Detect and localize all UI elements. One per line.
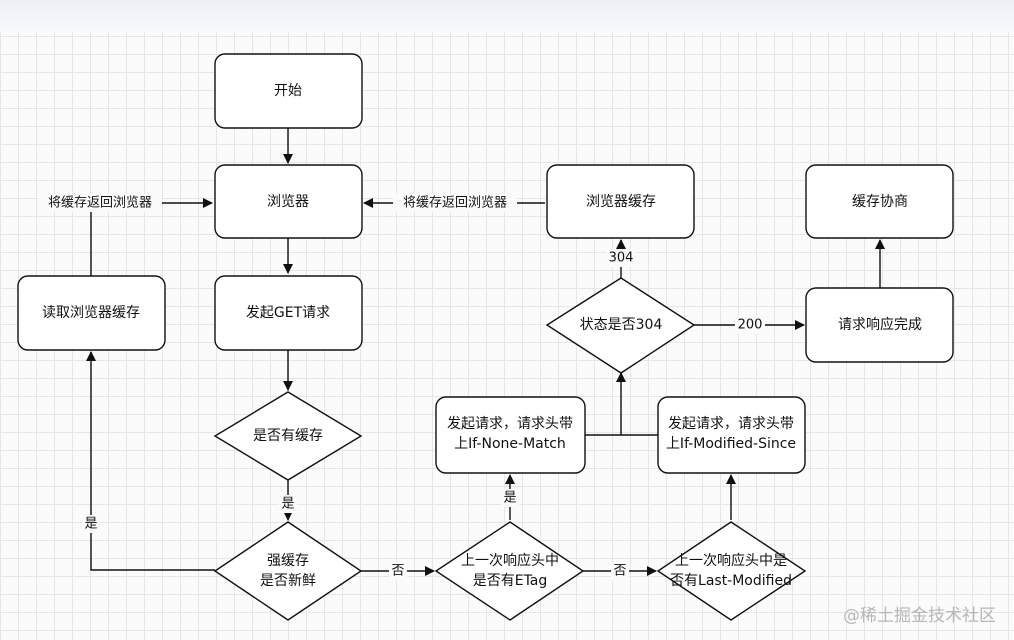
node-has-etag xyxy=(434,521,585,621)
node-if-mod-label-line1: 发起请求，请求头带 xyxy=(668,416,794,432)
node-req-if-none-match xyxy=(435,396,586,474)
node-if-none-label-line2: 上If-None-Match xyxy=(454,436,566,452)
node-strong-cache-fresh xyxy=(213,521,363,621)
node-etag-label-line1: 上一次响应头中 xyxy=(461,552,559,569)
node-if-none-label-line1: 发起请求，请求头带 xyxy=(447,416,573,432)
node-browser-cache xyxy=(546,164,695,239)
edge-label-return-left: 将缓存返回浏览器 xyxy=(48,195,152,211)
node-browser xyxy=(214,164,363,239)
node-has-cache-label: 是否有缓存 xyxy=(253,428,323,444)
node-lastmod-label-line2: 否有Last-Modified xyxy=(670,573,792,589)
node-start xyxy=(214,53,363,129)
node-request-done-label: 请求响应完成 xyxy=(838,316,922,333)
node-request-done xyxy=(805,287,954,363)
edge-label-no-fresh: 否 xyxy=(391,564,404,579)
edge-labels: 将缓存返回浏览器 将缓存返回浏览器 是 是 否 否 是 304 200 xyxy=(48,195,762,579)
edge-label-no-etag: 否 xyxy=(613,564,626,579)
edge-label-yes-has-cache: 是 xyxy=(281,497,294,512)
decision-nodes xyxy=(213,277,807,621)
node-cache-negotiation-label: 缓存协商 xyxy=(852,194,908,210)
edge-readcache-browser xyxy=(90,198,213,276)
edge-label-304: 304 xyxy=(609,251,634,266)
node-send-get xyxy=(214,275,363,351)
edge-label-yes-etag: 是 xyxy=(503,491,516,506)
node-has-cache xyxy=(213,391,363,481)
edge-label-200: 200 xyxy=(738,318,763,333)
node-req-if-modified-since xyxy=(657,396,806,474)
watermark: @稀土掘金技术社区 xyxy=(843,606,996,626)
node-browser-cache-label: 浏览器缓存 xyxy=(586,194,656,210)
edge-label-yes-fresh: 是 xyxy=(84,517,97,532)
edge-fresh-yes-readcache xyxy=(86,351,215,571)
node-read-cache-label: 读取浏览器缓存 xyxy=(42,304,140,321)
node-labels: 开始 浏览器 发起GET请求 读取浏览器缓存 浏览器缓存 缓存协商 请求响应完成… xyxy=(42,83,922,589)
node-status-304-label: 状态是否304 xyxy=(580,317,663,333)
node-read-cache xyxy=(17,275,166,351)
edge-label-backgrounds xyxy=(38,194,765,580)
node-status-304 xyxy=(545,277,696,374)
node-cache-negotiation xyxy=(805,164,954,239)
node-has-last-modified xyxy=(656,521,807,621)
node-if-mod-label-line2: 上If-Modified-Since xyxy=(666,436,796,452)
node-etag-label-line2: 是否有ETag xyxy=(473,573,548,589)
node-send-get-label: 发起GET请求 xyxy=(246,305,330,321)
node-browser-label: 浏览器 xyxy=(267,194,309,210)
node-lastmod-label-line1: 上一次响应头中是 xyxy=(675,552,787,569)
node-strong-cache-label-line2: 是否新鲜 xyxy=(260,573,316,589)
node-strong-cache-label-line1: 强缓存 xyxy=(267,553,309,569)
edge-label-return-right: 将缓存返回浏览器 xyxy=(403,195,507,211)
node-start-label: 开始 xyxy=(274,83,302,99)
top-banner-strip xyxy=(0,0,1014,32)
process-nodes xyxy=(17,53,954,474)
